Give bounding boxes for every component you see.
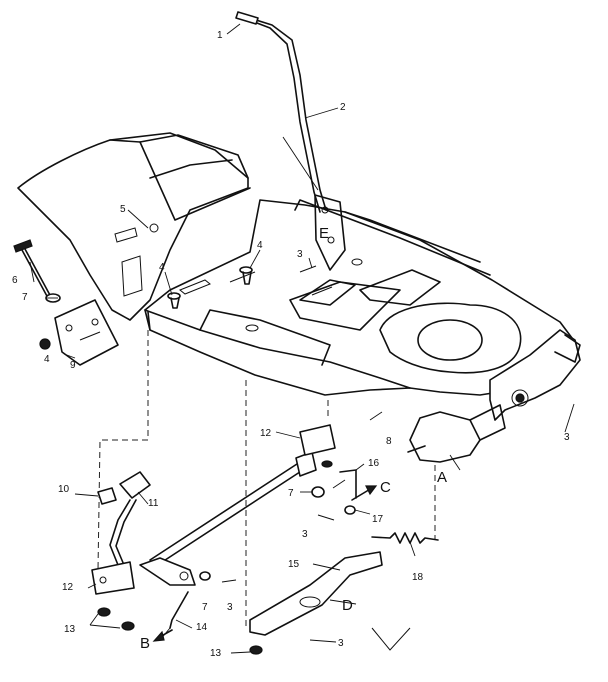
- reference-letters: E A C D B: [140, 225, 447, 652]
- body-deck: [144, 199, 581, 463]
- alignment-lines: [97, 330, 436, 630]
- callout-1: 1: [217, 30, 223, 41]
- linkage-assembly: [91, 424, 439, 655]
- callout-11: 11: [148, 498, 159, 509]
- callout-13-left: 13: [64, 624, 76, 635]
- callout-17: 17: [372, 514, 384, 525]
- callout-4-bracket: 4: [44, 354, 50, 365]
- leader-lines: [29, 23, 575, 654]
- callout-2: 2: [340, 102, 346, 113]
- callout-labels: 1 2 5 4 3 4 6 7 4 9 8 3 12 16 10 11 7 3 …: [12, 30, 570, 659]
- callout-10: 10: [58, 484, 70, 495]
- callout-7-middle: 7: [288, 488, 294, 499]
- callout-3-plate: 3: [338, 638, 344, 649]
- fender-assembly: [17, 132, 251, 321]
- callout-4-left: 4: [159, 262, 165, 273]
- callout-8: 8: [386, 436, 392, 447]
- reference-letter-b: B: [140, 635, 150, 652]
- left-bracket-assembly: [13, 239, 119, 366]
- callout-6: 6: [12, 275, 18, 286]
- callout-14: 14: [196, 622, 208, 633]
- callout-5: 5: [120, 204, 126, 215]
- shift-lever: [235, 11, 356, 306]
- reference-letter-c: C: [380, 479, 391, 496]
- reference-letter-d: D: [342, 597, 353, 614]
- callout-4-upper: 4: [257, 240, 263, 251]
- deck-fasteners: [167, 258, 363, 309]
- callout-13-lower: 13: [210, 648, 222, 659]
- callout-16: 16: [368, 458, 380, 469]
- callout-7-left: 7: [22, 292, 28, 303]
- callout-3-middle: 3: [302, 529, 308, 540]
- callout-7-lower: 7: [202, 602, 208, 613]
- callout-3-right: 3: [564, 432, 570, 443]
- callout-18: 18: [412, 572, 424, 583]
- callout-12-upper: 12: [260, 428, 272, 439]
- reference-arrows: [152, 445, 426, 642]
- callout-3-upper: 3: [297, 249, 303, 260]
- callout-12-lower: 12: [62, 582, 74, 593]
- callout-9: 9: [70, 360, 76, 371]
- reference-letter-e: E: [319, 225, 329, 242]
- callout-15: 15: [288, 559, 300, 570]
- reference-letter-a: A: [437, 469, 447, 486]
- callout-3-lower: 3: [227, 602, 233, 613]
